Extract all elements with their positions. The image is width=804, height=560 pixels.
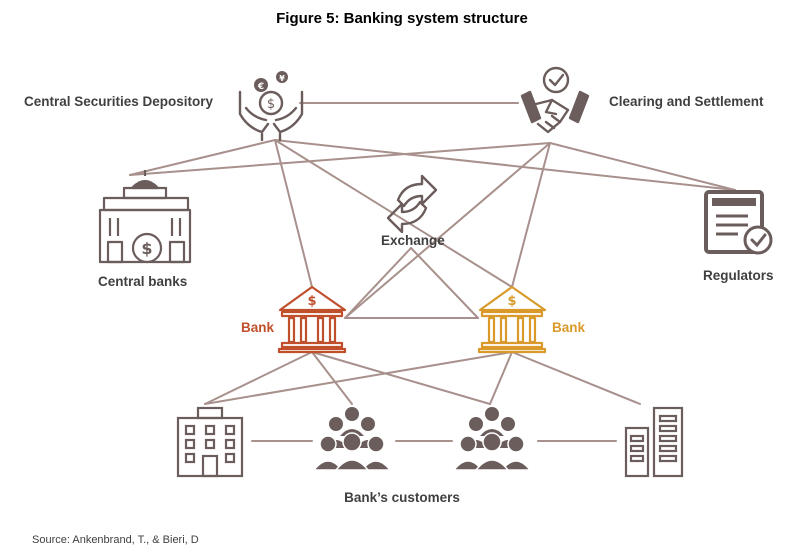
line-bankleft-customer1: [204, 351, 313, 405]
customers-label: Bank’s customers: [344, 490, 460, 505]
exchange-label: Exchange: [381, 233, 445, 248]
office-tower-icon: [624, 406, 684, 478]
line-csd-centralbank: [129, 139, 276, 176]
people-group-icon: [312, 407, 392, 471]
office-building-icon: [176, 406, 244, 478]
line-clearing-regulators: [549, 142, 736, 191]
clearing-label: Clearing and Settlement: [609, 94, 764, 109]
line-bankright-customer4: [511, 351, 641, 405]
handshake-check-icon: [520, 66, 590, 134]
central-banks-label: Central banks: [98, 274, 187, 289]
svg-text:$: $: [141, 239, 152, 258]
connector-lines: [129, 102, 736, 442]
svg-text:$: $: [507, 294, 516, 309]
bank-left-label: Bank: [241, 320, 275, 335]
bank-right-label: Bank: [552, 320, 586, 335]
svg-text:¥: ¥: [279, 74, 285, 83]
line-clearing-bankleft: [344, 142, 551, 319]
figure-title: Figure 5: Banking system structure: [276, 10, 528, 27]
people-group-icon: [452, 407, 532, 471]
line-bankright-customer3: [489, 351, 513, 405]
line-bankleft-customer3: [311, 351, 491, 405]
line-exchange-bankright: [410, 247, 479, 319]
regulators-label: Regulators: [703, 268, 774, 283]
line-csd-regulators: [274, 139, 736, 191]
line-csd-bankleft: [274, 139, 313, 288]
central-bank-building-icon: $: [98, 170, 192, 264]
exchange-arrows-icon: [386, 174, 438, 234]
csd-label: Central Securities Depository: [24, 94, 214, 109]
source-note: Source: Ankenbrand, T., & Bieri, D: [32, 534, 199, 546]
line-clearing-centralbank: [129, 142, 551, 176]
line-bankright-customer1: [204, 351, 513, 405]
line-bankleft-customer2: [311, 351, 353, 405]
line-clearing-bankright: [511, 142, 551, 288]
svg-text:$: $: [307, 294, 316, 309]
svg-text:€: €: [257, 82, 264, 92]
bank-icon: $: [277, 285, 347, 354]
bank-icon: $: [477, 285, 547, 354]
line-exchange-bankleft: [344, 247, 412, 319]
svg-text:$: $: [267, 97, 275, 112]
document-check-icon: [704, 190, 773, 255]
money-hands-icon: € ¥ $: [238, 71, 304, 142]
